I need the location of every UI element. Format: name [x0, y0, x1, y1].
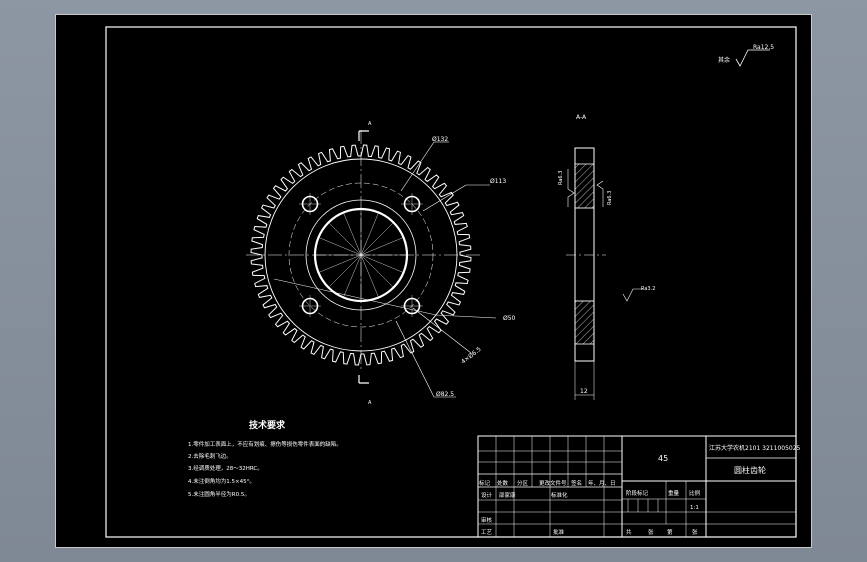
review-label: 审核	[481, 516, 493, 524]
approve-label: 批准	[553, 528, 565, 536]
header-count: 处数	[497, 479, 509, 487]
tech-item: 2.去除毛刺飞边。	[188, 452, 232, 460]
material-cell: 45	[658, 454, 668, 463]
lightening-holes	[299, 193, 423, 317]
bore-ray	[319, 237, 403, 273]
dim-holes: 4×Ø6.5	[460, 346, 483, 366]
roughness-label: 其余	[718, 56, 730, 64]
tech-item: 5.未注圆角半径为R0.5。	[188, 490, 250, 498]
designer-name: 邵家康	[499, 491, 516, 499]
header-change-doc: 更改文件号	[539, 479, 567, 487]
section-roughness-left: Ra6.3	[558, 171, 564, 185]
width-dimension: 12	[580, 388, 588, 395]
section-hatch-top	[574, 163, 595, 209]
tech-item: 1.零件加工表面上，不应有划痕、擦伤等损伤零件表面的缺陷。	[188, 440, 342, 448]
section-hatch-bottom	[574, 300, 595, 345]
section-view-a-a: A-A Ra6.3 Ra6.3 Ra3.2 12	[558, 114, 655, 400]
header-zone: 分区	[517, 479, 529, 487]
sheet-border	[105, 26, 797, 538]
weight-label: 重量	[668, 489, 680, 497]
general-roughness: 其余 Ra12.5	[718, 44, 774, 67]
scale-value: 1:1	[690, 505, 699, 511]
dim-root-diameter: Ø113	[490, 178, 506, 185]
title-block: 45 江苏大学农机2101 3211005025 圆柱齿轮 标记 处数 分区 更…	[477, 435, 801, 538]
tech-item: 3.经调质处理，28～32HRC。	[188, 464, 263, 472]
stage-label: 阶段标记	[626, 489, 649, 497]
section-title: A-A	[576, 114, 587, 121]
cut-mark-bottom: A	[368, 400, 372, 406]
header-signature: 签名	[571, 479, 582, 487]
standardize-label: 标准化	[551, 491, 568, 499]
bore-circle	[313, 207, 409, 303]
bore-hatch	[316, 210, 406, 300]
scale-label: 比例	[689, 489, 701, 497]
gear-teeth	[250, 144, 472, 366]
cad-viewport[interactable]: 其余 Ra12.5 Ø132 Ø113 Ø50 4×Ø6.5	[55, 14, 812, 548]
technical-requirements: 技术要求 1.零件加工表面上，不应有划痕、擦伤等损伤零件表面的缺陷。 2.去除毛…	[188, 419, 342, 498]
section-roughness-right: Ra6.3	[607, 191, 613, 205]
tech-title: 技术要求	[249, 419, 286, 431]
header-date: 年、月、日	[588, 479, 616, 487]
process-label: 工艺	[481, 529, 493, 536]
root-circle	[264, 158, 458, 352]
sheet-total: 共	[626, 528, 632, 536]
drawing-sheet: 其余 Ra12.5 Ø132 Ø113 Ø50 4×Ø6.5	[105, 26, 801, 538]
sheet-unit-2: 张	[692, 528, 698, 536]
hub-outer-circle	[305, 199, 417, 311]
sheet-unit-1: 张	[648, 528, 654, 536]
tech-item: 4.未注倒角均为1.5×45°。	[188, 477, 255, 485]
dim-bore-diameter: Ø50	[503, 315, 516, 322]
design-label: 设计	[481, 491, 493, 499]
cut-mark-top: A	[368, 121, 372, 127]
sheet-no: 第	[667, 528, 673, 536]
school-cell: 江苏大学农机2101 3211005025	[709, 444, 801, 452]
section-roughness-bore: Ra3.2	[641, 286, 655, 292]
part-name-cell: 圆柱齿轮	[734, 465, 766, 475]
dim-outer-diameter: Ø132	[432, 136, 448, 143]
roughness-value: Ra12.5	[753, 44, 774, 51]
gear-front-view: Ø132 Ø113 Ø50 4×Ø6.5 Ø82.5 A A	[246, 121, 516, 406]
hole-pitch-circle	[288, 182, 434, 328]
header-mark: 标记	[479, 479, 491, 487]
dim-pitch-circle: Ø82.5	[436, 391, 454, 398]
